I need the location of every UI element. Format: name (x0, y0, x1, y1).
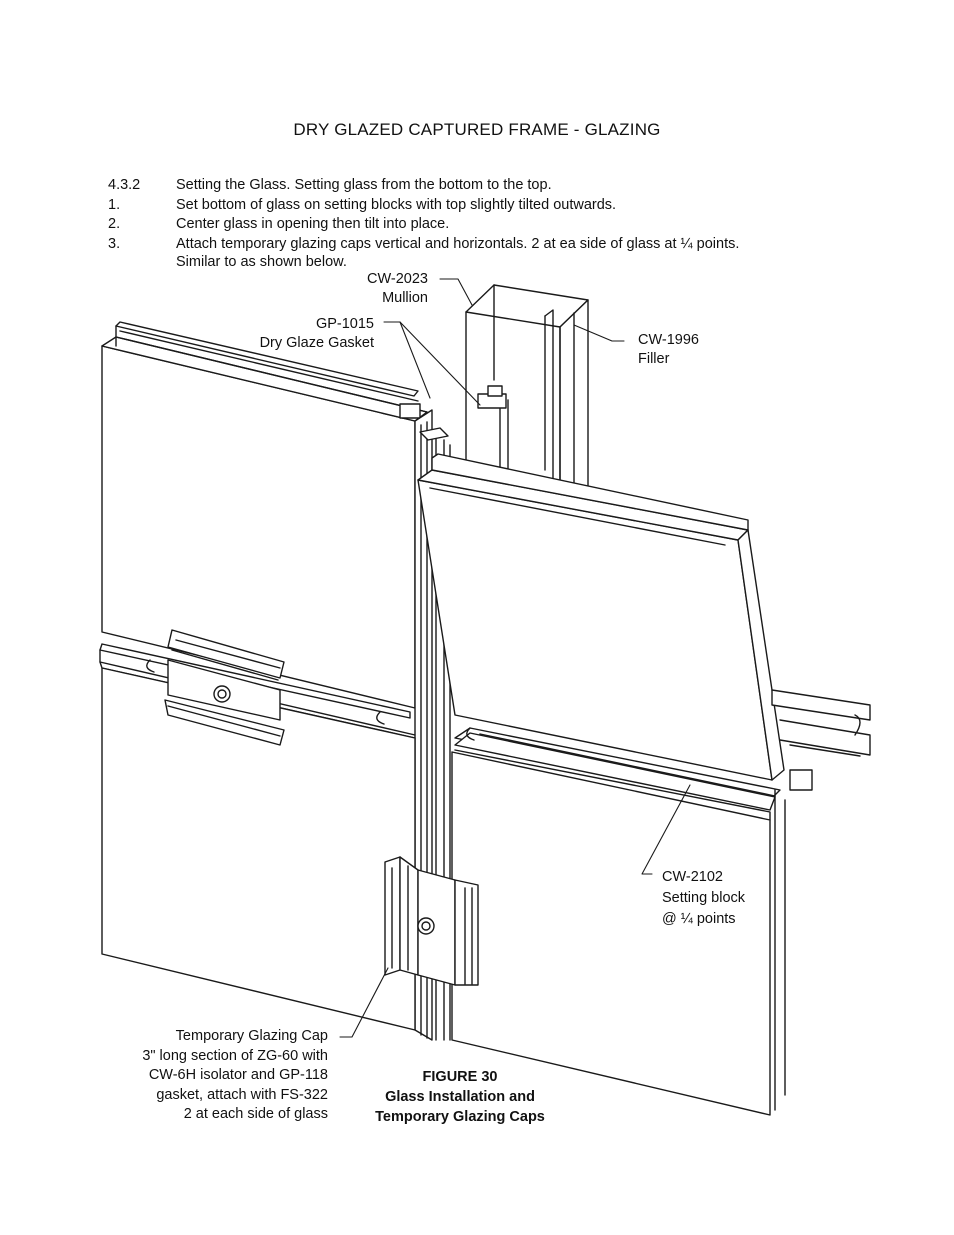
gasket-part-number: GP-1015 (315, 316, 374, 332)
far-right-extrusion (771, 689, 871, 1111)
right-tilted-glass-panel (417, 453, 785, 781)
setting-block-spacing: @ ¼ points (662, 911, 736, 927)
top-left-horizontal-rail (115, 321, 428, 419)
temporary-glazing-cap-label: Temporary Glazing Cap 3" long section of… (100, 1027, 328, 1125)
temp-cap-title: Temporary Glazing Cap (175, 1028, 328, 1044)
step-text: Center glass in opening then tilt into p… (176, 216, 450, 232)
right-middle-horizontal-rail (454, 727, 781, 821)
step-text: Set bottom of glass on setting blocks wi… (176, 197, 617, 213)
page-title: DRY GLAZED CAPTURED FRAME - GLAZING (293, 120, 661, 139)
temp-cap-line: gasket, attach with FS-322 (156, 1086, 328, 1103)
gasket-label: GP-1015 Dry Glaze Gasket (230, 315, 374, 353)
temp-cap-line: CW-6H isolator and GP-118 (148, 1067, 328, 1083)
step-number: 4.3.2 (108, 177, 141, 193)
left-lower-glass-panel (101, 667, 416, 1031)
right-lower-glass-panel (451, 751, 771, 1116)
step-text-continued: Similar to as shown below. (176, 254, 347, 270)
step-number: 3. (108, 236, 121, 252)
setting-block-leader (641, 784, 691, 875)
temp-cap-line: 2 at each side of glass (183, 1106, 328, 1122)
setting-block-part-name: Setting block (662, 890, 746, 906)
figure-caption-line: Temporary Glazing Caps (375, 1109, 545, 1125)
figure-number: FIGURE 30 (422, 1069, 498, 1085)
mullion-leader (439, 278, 473, 306)
step-text: Setting the Glass. Setting glass from th… (176, 177, 552, 193)
filler-part-name: Filler (638, 351, 670, 367)
mullion-part-number: CW-2023 (367, 271, 428, 287)
figure-caption: FIGURE 30 Glass Installation and Tempora… (360, 1067, 560, 1127)
step-text: Attach temporary glazing caps vertical a… (176, 236, 740, 252)
step-number: 2. (108, 216, 121, 232)
left-upper-glass-panel (101, 336, 428, 709)
filler-part-number: CW-1996 (638, 332, 699, 348)
mullion-part-name: Mullion (382, 290, 428, 306)
filler-label: CW-1996 Filler (638, 331, 699, 369)
gasket-part-name: Dry Glaze Gasket (259, 335, 374, 351)
horizontal-temporary-glazing-cap (164, 629, 285, 746)
setting-block-part-number: CW-2102 (662, 869, 723, 885)
setting-block-label: CW-2102 Setting block @ ¼ points (662, 867, 745, 930)
step-number: 1. (108, 197, 121, 213)
filler-leader (573, 324, 625, 342)
figure-caption-line: Glass Installation and (385, 1089, 535, 1105)
vertical-temporary-glazing-cap (384, 856, 479, 986)
temp-cap-line: 3" long section of ZG-60 with (142, 1047, 328, 1064)
mullion-label: CW-2023 Mullion (340, 270, 428, 308)
temp-cap-leader (339, 967, 389, 1038)
leader-lines (339, 278, 691, 1038)
